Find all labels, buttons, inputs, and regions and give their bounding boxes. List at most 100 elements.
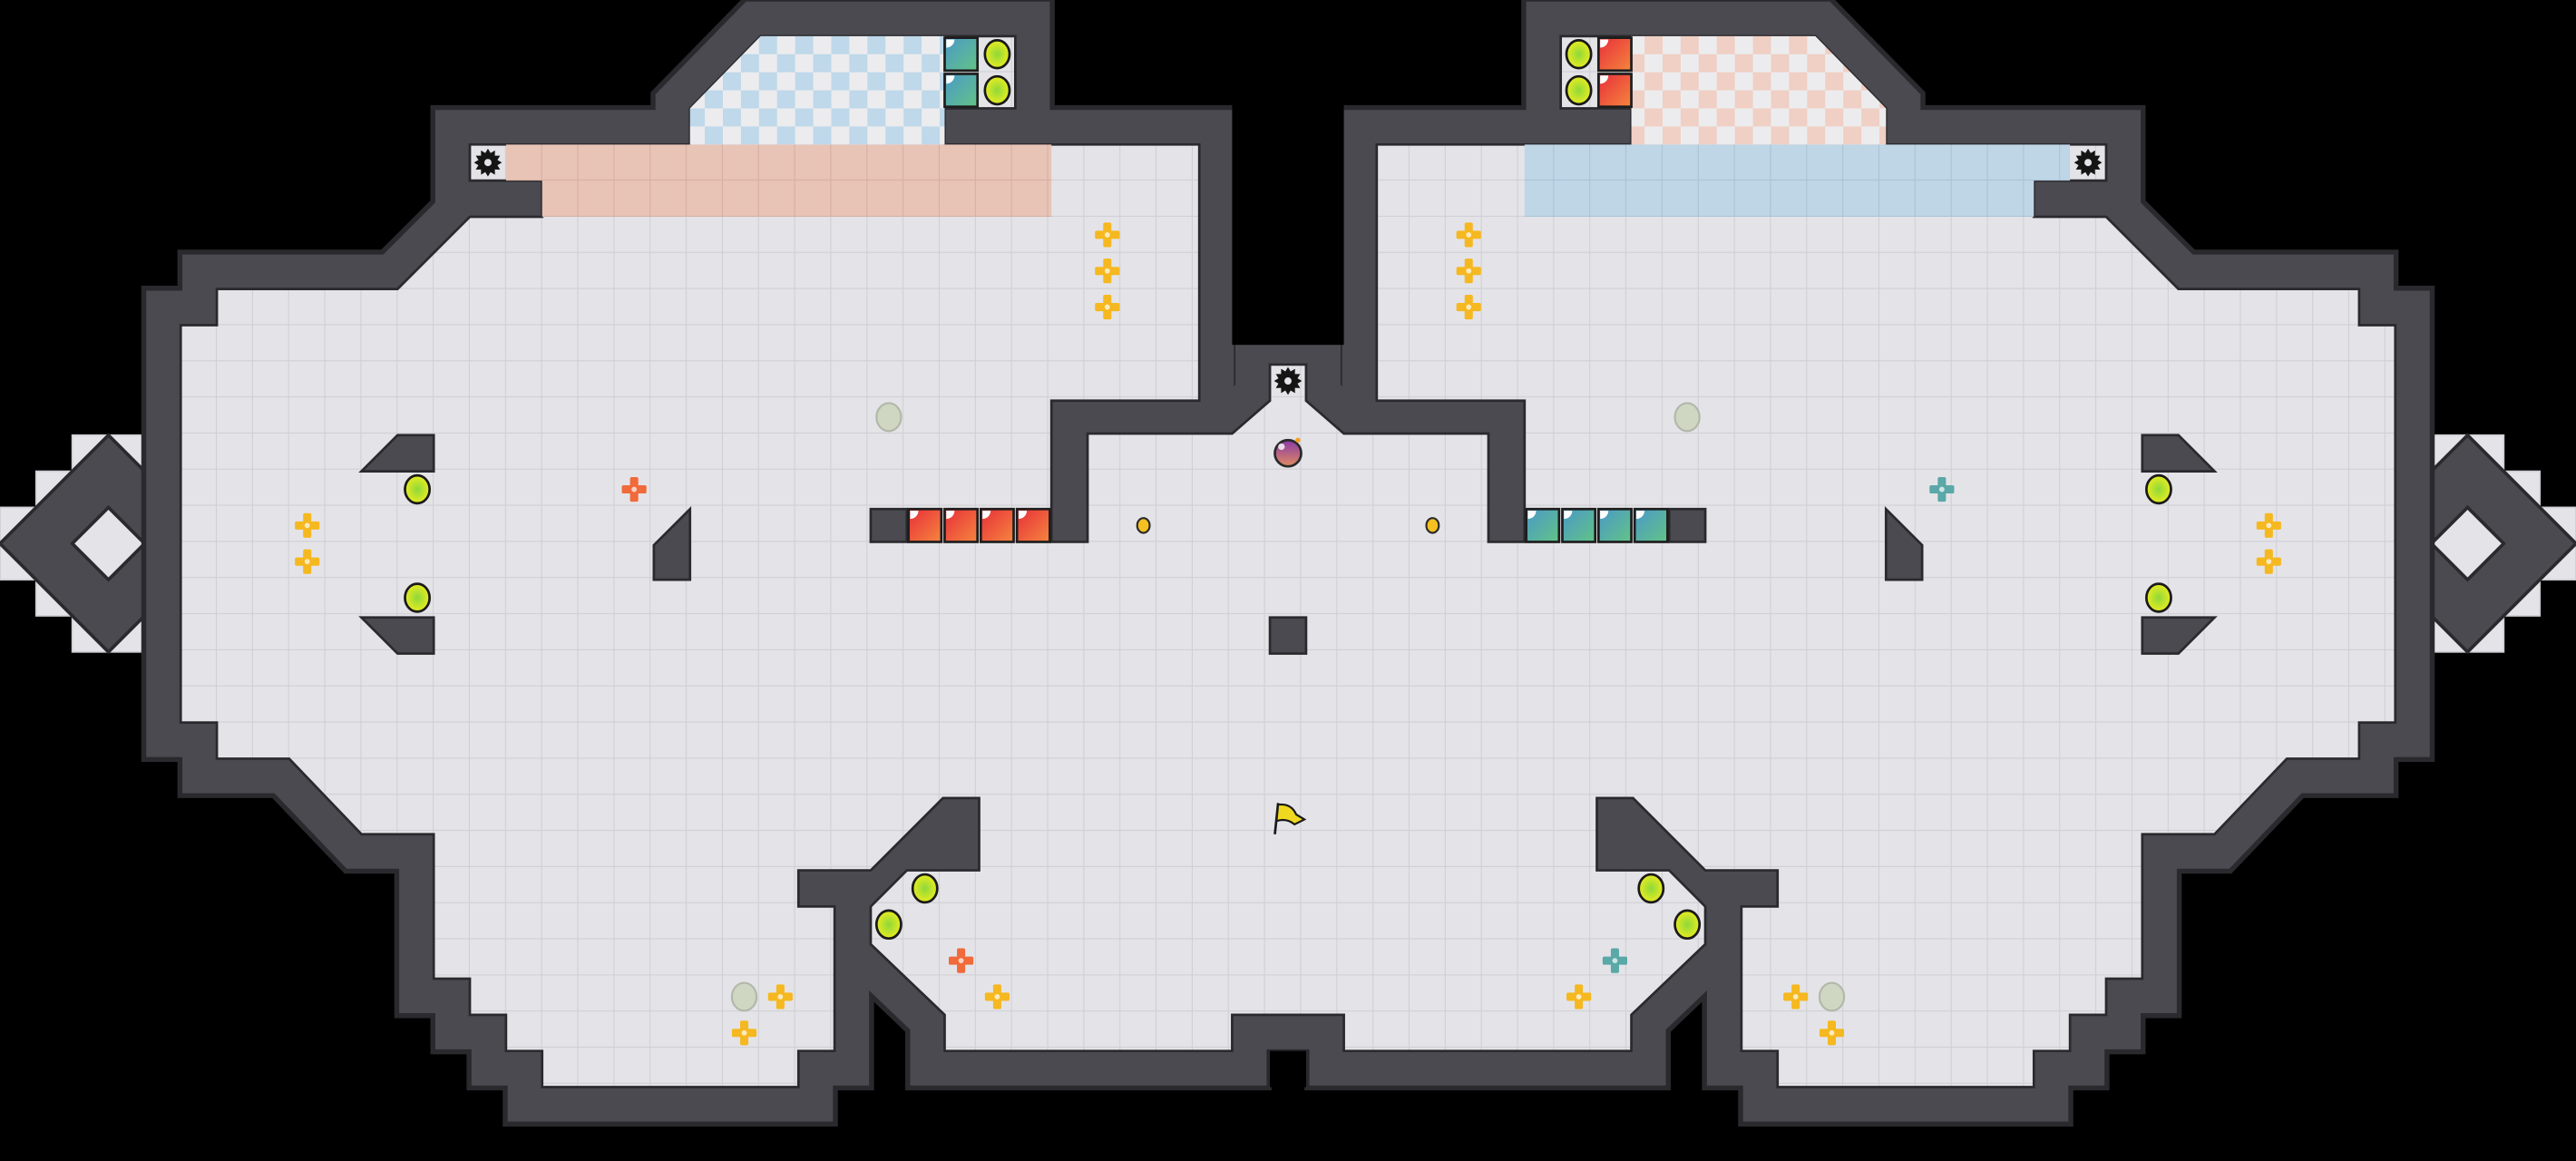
dim-orb-icon [1673, 402, 1701, 433]
plus-cross-icon [1819, 1020, 1845, 1046]
cross-center [777, 994, 784, 1000]
red-block [1015, 507, 1051, 543]
block-shine [1018, 511, 1028, 520]
gear-hole [2084, 159, 2093, 167]
green-orb-icon [404, 582, 431, 613]
gear-hole [483, 159, 492, 167]
cross-center [1829, 1029, 1835, 1036]
wall-block [869, 507, 909, 543]
green-orb-icon [1637, 873, 1665, 904]
gear-icon [1273, 366, 1303, 395]
plus-cross-icon [1602, 948, 1628, 973]
block-shine [1600, 511, 1609, 520]
gear-hole [1284, 377, 1292, 385]
cross-center [2266, 522, 2272, 529]
cross-center [1612, 958, 1618, 964]
ball-body [1273, 438, 1303, 468]
green-orb-icon [983, 38, 1011, 70]
red-checker-area [1631, 35, 1887, 145]
wall-block [1884, 505, 1924, 581]
gear-icon [473, 148, 503, 177]
red-block [1596, 73, 1633, 109]
plus-cross-icon [2256, 512, 2281, 538]
block-shine [1635, 511, 1645, 520]
block-face [1525, 507, 1561, 543]
wall-block [2141, 616, 2218, 655]
block-shine [1600, 75, 1609, 84]
cross-center [2266, 559, 2272, 565]
cross-center [304, 559, 310, 565]
plus-cross-icon [1456, 259, 1481, 284]
dim-orb-icon [875, 402, 903, 433]
red-block [943, 507, 980, 543]
plus-cross-icon [2256, 549, 2281, 574]
plus-cross-icon [1095, 259, 1120, 284]
cross-center [994, 994, 1000, 1000]
cross-center [631, 486, 638, 493]
plus-cross-icon [295, 549, 320, 574]
block-face [1596, 73, 1633, 109]
cross-center [1466, 268, 1472, 274]
plus-cross-icon [1929, 476, 1955, 502]
green-orb-icon [911, 873, 939, 904]
block-shine [1527, 511, 1537, 520]
diamond-hole [70, 504, 147, 582]
block-shine [910, 511, 919, 520]
green-orb-icon [1673, 909, 1702, 941]
cross-center [1466, 304, 1472, 310]
cross-center [741, 1029, 747, 1036]
plus-cross-icon [948, 948, 974, 973]
green-orb-icon [983, 74, 1011, 106]
bottom-pit [1270, 1050, 1306, 1088]
green-orb-icon [2145, 582, 2172, 613]
block-shine [1564, 511, 1573, 520]
green-orb-icon [874, 909, 903, 941]
wall-block [652, 505, 692, 581]
block-shine [982, 511, 991, 520]
diamond-hole [2429, 504, 2506, 582]
cross-center [1104, 231, 1110, 238]
plus-cross-icon [1095, 222, 1120, 248]
ball-shine [1278, 443, 1285, 451]
map-entities [295, 36, 2281, 1046]
cross-center [1104, 268, 1110, 274]
cross-center [1104, 304, 1110, 310]
wall-block [1667, 507, 1707, 543]
yellow-flag-icon [1273, 803, 1307, 834]
plus-cross-icon [731, 1020, 757, 1046]
interior-walls [358, 434, 2218, 655]
blue-block [943, 36, 980, 73]
blue-block [1633, 507, 1669, 543]
green-orb-icon [2145, 473, 2172, 505]
plus-cross-icon [1095, 294, 1120, 320]
flag-cloth [1275, 803, 1307, 826]
cross-center [304, 522, 310, 529]
red-block [907, 507, 943, 543]
coin-icon [1425, 517, 1440, 534]
gear-icon [2073, 148, 2103, 177]
blue-team-zone [1524, 144, 2071, 217]
plus-cross-icon [984, 984, 1010, 1010]
plus-cross-icon [767, 984, 793, 1010]
coin-icon [1136, 517, 1151, 534]
blue-block [1596, 507, 1633, 543]
cross-center [1938, 486, 1945, 493]
cross-center [1792, 994, 1799, 1000]
purple-ball-icon [1273, 437, 1303, 468]
plus-cross-icon [621, 476, 647, 502]
blue-checker-area [689, 35, 945, 145]
block-shine [946, 511, 955, 520]
arena-floor [141, 0, 2435, 1127]
wall-block [1268, 616, 1308, 655]
team-zones [505, 35, 2071, 217]
cross-center [1576, 994, 1582, 1000]
wall-block [2141, 434, 2218, 473]
cross-center [1466, 231, 1472, 238]
red-team-zone [505, 144, 1052, 217]
plus-cross-icon [1456, 294, 1481, 320]
red-block [979, 507, 1015, 543]
dim-orb-icon [1818, 981, 1846, 1012]
block-shine [946, 39, 955, 48]
plus-cross-icon [1456, 222, 1481, 248]
